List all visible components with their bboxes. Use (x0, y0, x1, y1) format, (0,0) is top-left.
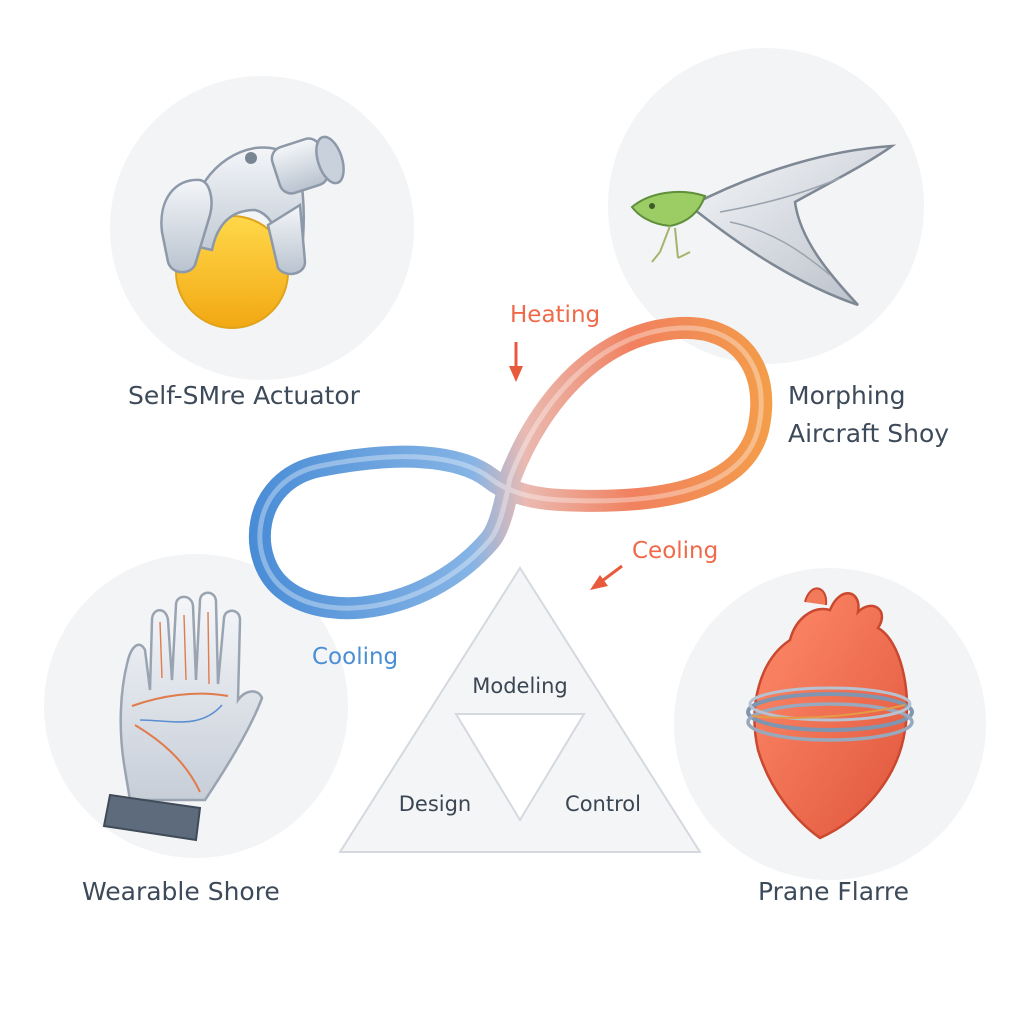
framework-triangle (338, 566, 702, 853)
wearable-glove-icon (102, 591, 264, 842)
cooling-arrow-icon (590, 564, 623, 590)
heart-device-icon (746, 587, 914, 840)
label-aircraft-line2: Aircraft Shoy (788, 419, 950, 448)
framework-control: Control (565, 792, 641, 816)
robot-gripper-icon (160, 135, 345, 329)
cooling-right-label: Ceoling (632, 538, 719, 564)
heating-arrow-icon (509, 342, 523, 382)
morphing-wing-icon (630, 144, 897, 307)
label-aircraft-line1: Morphing (788, 381, 906, 410)
label-actuator: Self-SMre Actuator (128, 381, 360, 410)
heating-label: Heating (510, 302, 601, 328)
framework-modeling: Modeling (472, 674, 568, 698)
label-wearable: Wearable Shore (82, 877, 280, 906)
cooling-left-label: Cooling (312, 644, 399, 670)
framework-design: Design (398, 792, 472, 816)
label-heart: Prane Flarre (758, 877, 910, 906)
heating-cooling-loop (248, 316, 773, 620)
